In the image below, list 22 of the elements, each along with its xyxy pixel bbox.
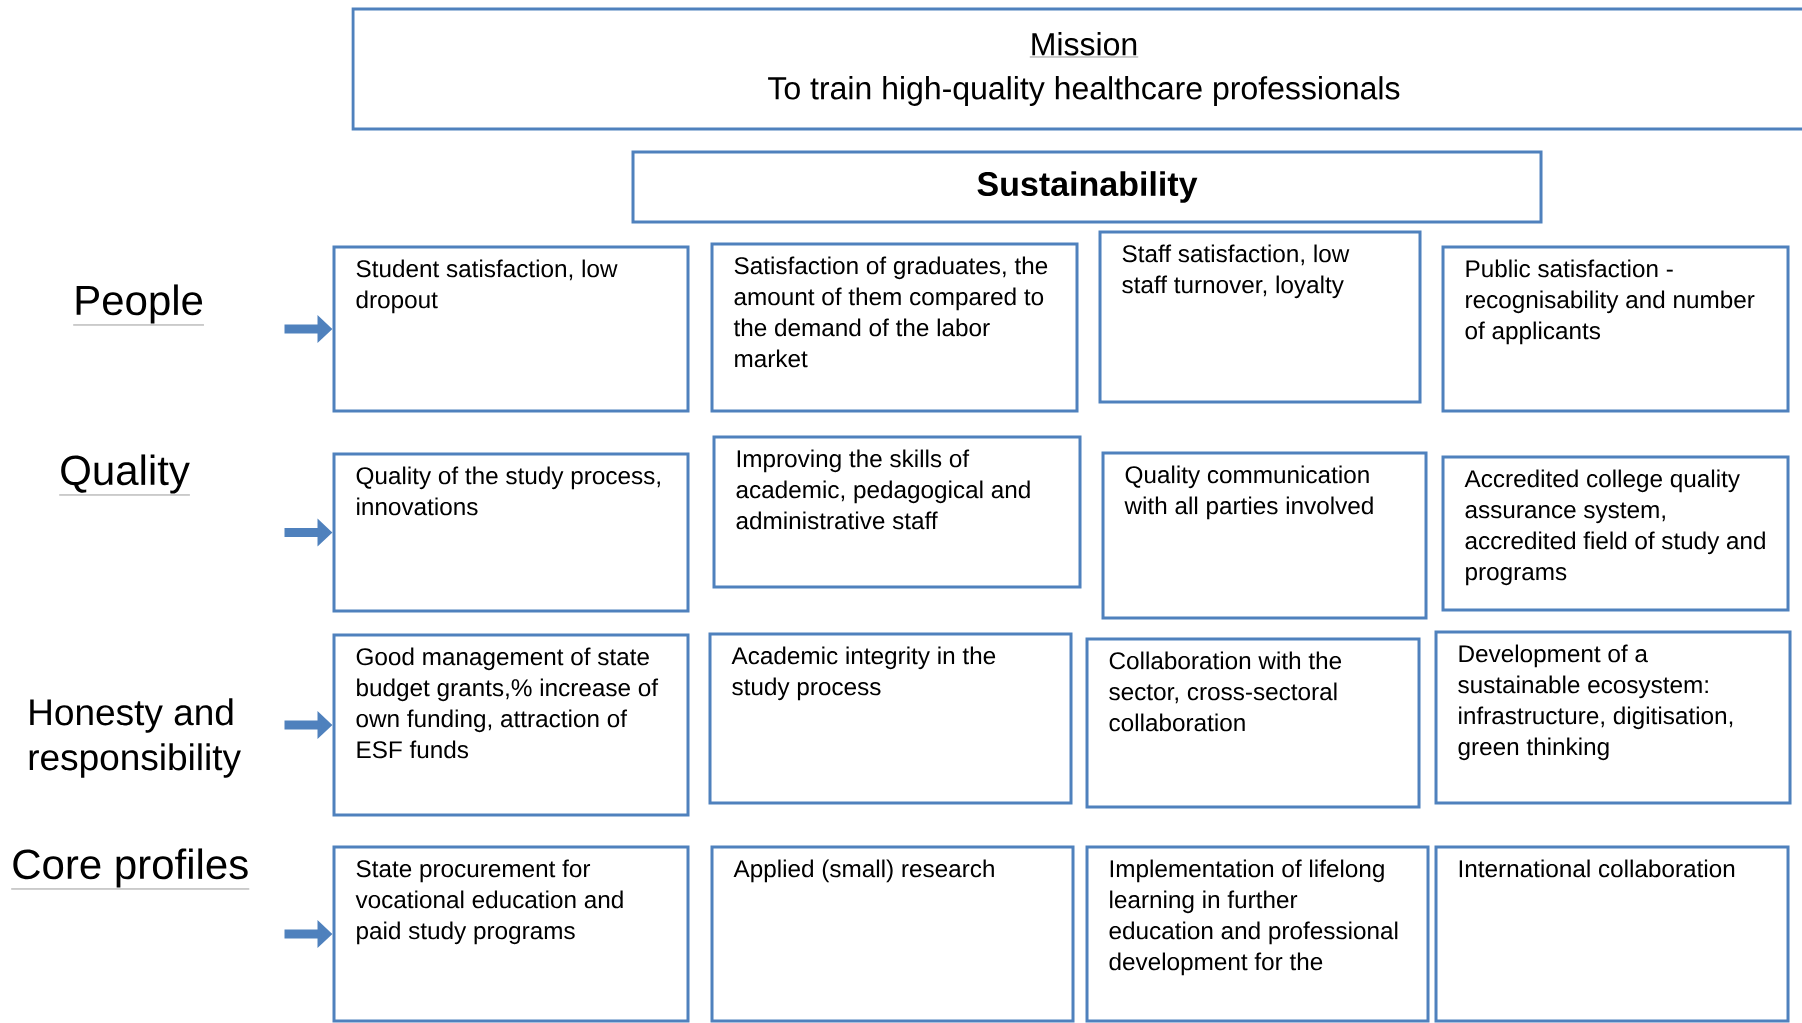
text-box: Student satisfaction, low dropout	[332, 245, 690, 413]
text-box: Academic integrity in the study process	[708, 632, 1073, 805]
text-box: Accredited college quality assurance system, accredited field of study and programs	[1441, 455, 1790, 612]
row-label: Honesty and responsibility	[29, 698, 241, 778]
mission-box: Mission To train high-quality healthcare professionals	[351, 7, 1802, 131]
row-label: Quality	[59, 454, 191, 496]
text-box: Public satisfaction - recognisability and number of applicants	[1441, 245, 1790, 413]
text-box: Implementation of lifelong learning in further education and professional development for the	[1085, 845, 1430, 1023]
text-box: Good management of state budget grants,% increase of own funding, attraction of ESF funds	[332, 633, 690, 817]
text-box: Development of a sustainable ecosystem: infrastructure, digitisation, green thinking	[1434, 630, 1792, 805]
row-label: Core profiles	[11, 848, 250, 890]
text-box: Collaboration with the sector, cross-sectoral collaboration	[1085, 637, 1421, 809]
text-box: Satisfaction of graduates, the amount of them compared to the demand of the labor market	[710, 242, 1079, 413]
text-box: Quality of the study process, innovations	[332, 452, 690, 613]
heading-box: Sustainability	[631, 150, 1543, 224]
text-box: Quality communication with all parties involved	[1101, 451, 1428, 620]
text-box: Staff satisfaction, low staff turnover, loyalty	[1098, 230, 1422, 404]
text-box: International collaboration	[1434, 845, 1790, 1023]
text-box: Improving the skills of academic, pedagogical and administrative staff	[712, 435, 1082, 589]
row-label: People	[73, 284, 205, 326]
text-box: State procurement for vocational education and paid study programs	[332, 845, 690, 1023]
text-box: Applied (small) research	[710, 845, 1075, 1023]
